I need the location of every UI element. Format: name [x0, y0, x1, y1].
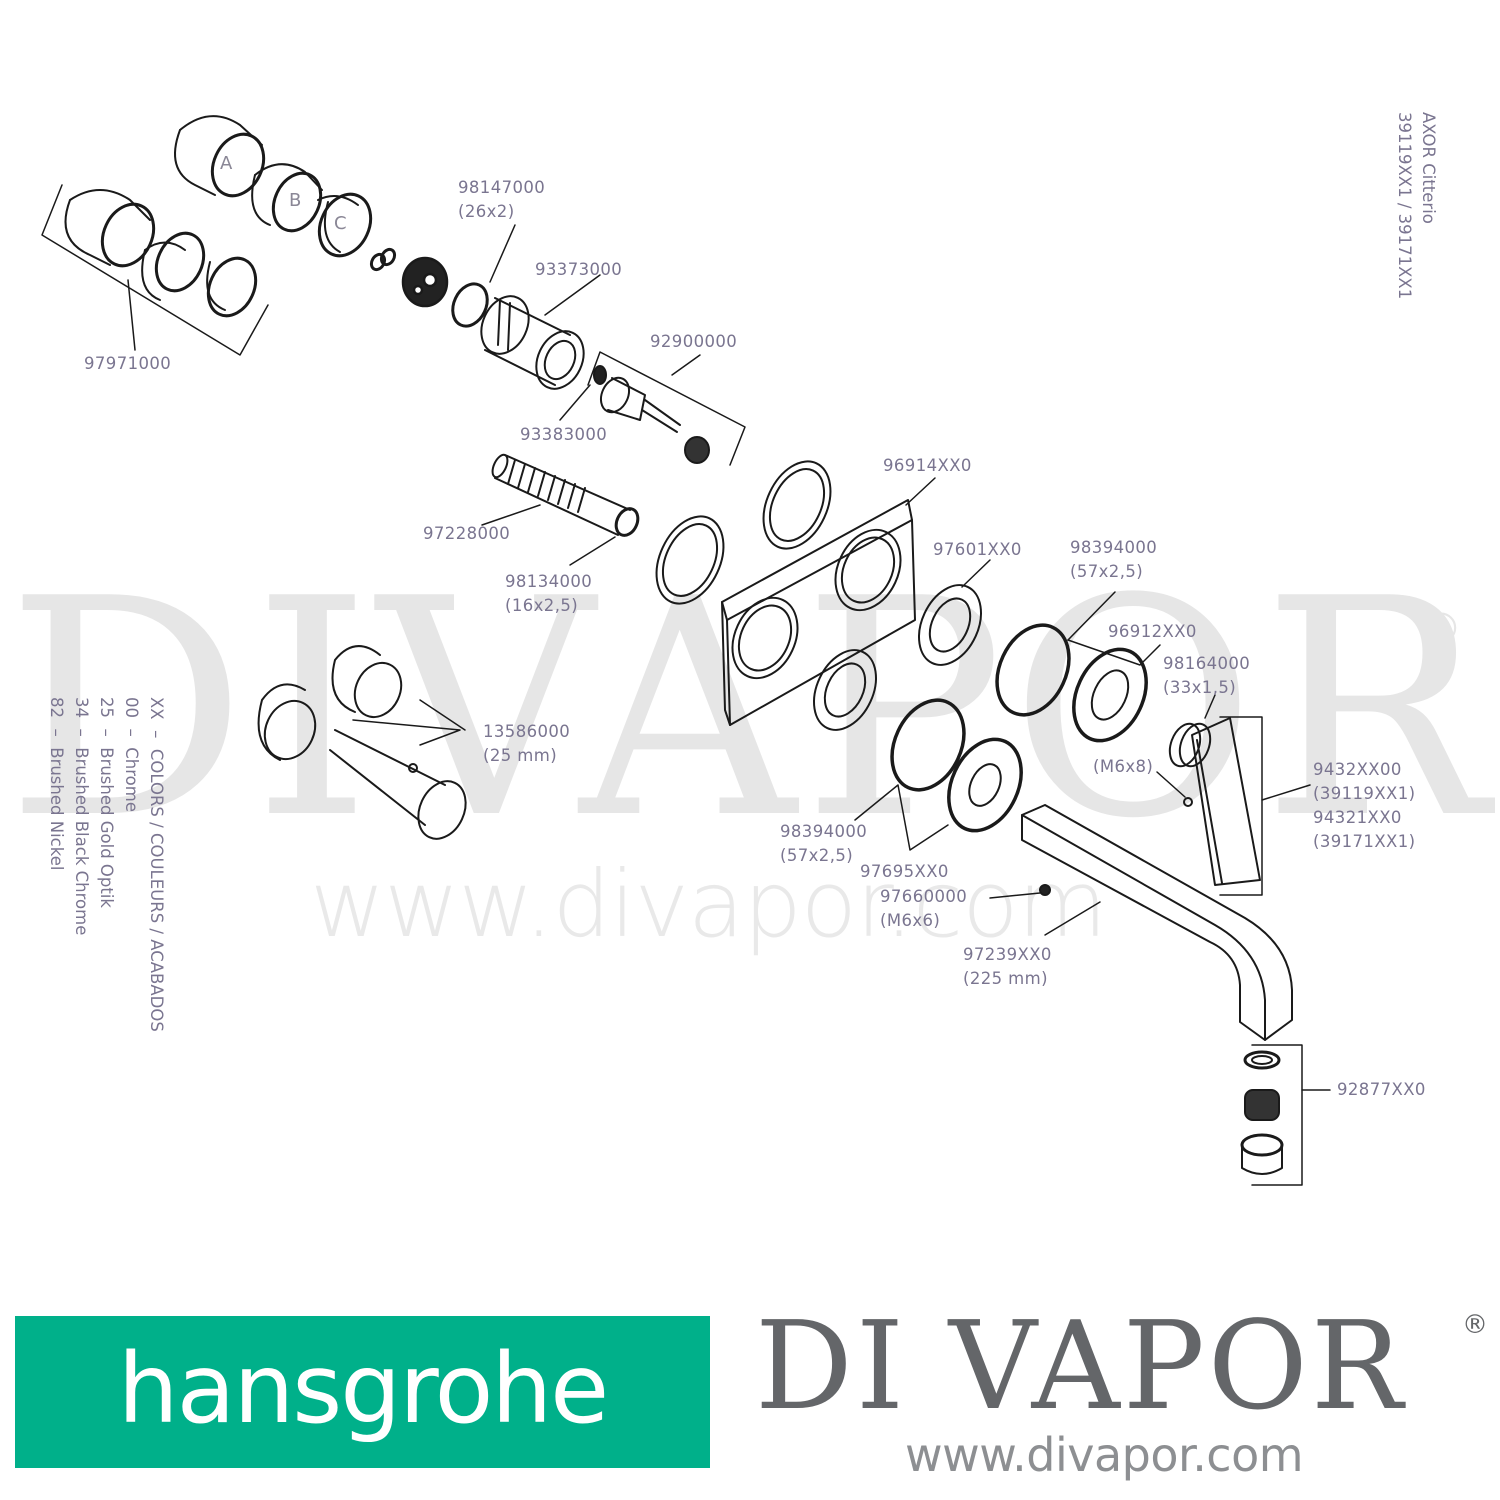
part-label-98394000-lower: 98394000(57x2,5): [780, 822, 868, 865]
finish-legend-item: 34 – Brushed Black Chrome: [72, 697, 91, 936]
part-label-m6x8-screw: (M6x8): [1093, 757, 1154, 776]
aerator-icon: [1240, 1050, 1284, 1175]
small-o-ring-icon: [369, 252, 387, 272]
spout-icon: [1021, 804, 1293, 1041]
screw-icon: [1039, 884, 1051, 896]
part-label-92900000: 92900000: [650, 332, 738, 351]
part-label-97695XX0: 97695XX0: [860, 862, 949, 881]
lever-handle-icon: [1168, 717, 1261, 886]
watermark-registered-mark: ®: [1420, 604, 1462, 653]
handle-cap-a-icon: [174, 115, 266, 198]
watermark-url: www.divapor.com: [310, 851, 1107, 958]
part-label-98134000: 98134000(16x2,5): [505, 572, 593, 615]
threaded-extension-icon: [491, 453, 640, 537]
o-ring-icon: [451, 282, 489, 328]
divapor-logo: DI VAPOR: [755, 1295, 1406, 1437]
handle-letter-c: C: [334, 213, 347, 234]
handle-cap-b-icon: [251, 163, 323, 233]
part-label-97239XX0: 97239XX0(225 mm): [963, 945, 1052, 988]
mounting-flange-icon: [813, 584, 982, 731]
part-label-98147000: 98147000(26x2): [458, 178, 546, 221]
handle-letter-a: A: [220, 153, 233, 174]
part-label-97228000: 97228000: [423, 524, 511, 543]
part-label-93383000: 93383000: [520, 425, 608, 444]
part-label-97601XX0: 97601XX0: [933, 540, 1022, 559]
wall-plate-icon: [721, 499, 916, 726]
handle-cap-c-icon: [317, 192, 373, 258]
handle-cap-set-icon: [64, 189, 258, 318]
finish-legend-item: 25 – Brushed Gold Optik: [97, 697, 116, 908]
product-title: AXOR Citterio: [1416, 112, 1440, 224]
part-label-96912XX0: 96912XX0: [1108, 622, 1197, 641]
part-label-96914XX0: 96914XX0: [883, 456, 972, 475]
part-label-9432XX00: 9432XX00(39119XX1)94321XX0(39171XX1): [1313, 760, 1416, 851]
part-label-13586000: 13586000(25 mm): [483, 722, 571, 765]
finish-legend-item: 00 – Chrome: [122, 697, 141, 812]
part-label-98394000-upper: 98394000(57x2,5): [1070, 538, 1158, 581]
extension-sleeve-icon: [257, 645, 467, 840]
divapor-registered-mark: ®: [1462, 1310, 1488, 1340]
diverter-cartridge-icon: [401, 256, 449, 308]
part-label-97660000: 97660000(M6x6): [880, 887, 968, 930]
rosette-icon: [1072, 647, 1148, 743]
part-label-98164000: 98164000(33x1,5): [1163, 654, 1251, 697]
sleeve-icon: [480, 295, 585, 390]
finish-legend-item: 82 – Brushed Nickel: [47, 697, 66, 871]
cartridge-icon: [593, 365, 710, 464]
handle-letter-b: B: [289, 190, 302, 211]
large-o-ring-icon: [995, 623, 1071, 717]
product-model-numbers: 39119XX1 / 39171XX1: [1395, 112, 1414, 300]
finish-legend-header: XX – COLORS / COULEURS / ACABADOS: [147, 697, 166, 1032]
gasket-icon: [655, 515, 725, 605]
part-label-92877XX0: 92877XX0: [1337, 1080, 1426, 1099]
brand-name: AXOR Citterio: [1419, 112, 1438, 224]
hansgrohe-logo: hansgrohe: [15, 1316, 710, 1468]
part-label-93373000: 93373000: [535, 260, 623, 279]
divapor-url: www.divapor.com: [905, 1428, 1304, 1482]
part-label-97971000: 97971000: [84, 354, 172, 373]
